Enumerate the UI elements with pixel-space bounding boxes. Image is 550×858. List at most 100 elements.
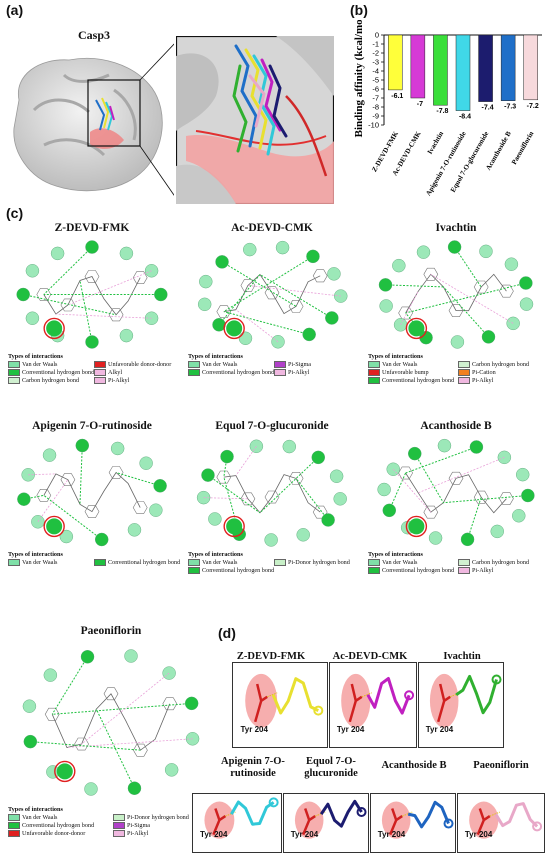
legend-swatch [94,559,106,567]
binding-site-zoom [176,36,334,204]
legend-swatch [8,361,20,369]
pose-drawing [341,673,415,728]
pose-title: Equol 7-O-glucuronide [304,756,358,779]
legend-item: Pi-Alkyl [113,830,149,838]
chart-y-tick-label: -8 [372,103,379,112]
legend-label: Unfavorable donor-donor [108,361,172,368]
diagram-title: Acanthoside B [420,420,492,432]
chart-data-label: -8.4 [459,114,471,121]
legend-item: Van der Waals [8,559,57,567]
pose-drawing [245,673,324,728]
legend-item: Pi-Alkyl [458,567,493,575]
legend-swatch [8,377,20,385]
pose-panel: Tyr 204 [457,793,545,853]
legend-label: Pi-Donor hydrogen bond [288,559,350,566]
legend-swatch [274,369,286,377]
legend-swatch [274,559,286,567]
binding-affinity-chart: 0-1-2-3-4-5-6-7-8-9-10 -6.1-7-7.8-8.4-7.… [353,20,542,197]
legend-swatch [458,369,470,377]
pose-drawing [294,799,367,839]
legend-item: Pi-Alkyl [274,369,310,377]
pose-title: Apigenin 7-O-rutinoside [221,756,285,779]
legend-swatch [188,369,200,377]
legend-item: Unfavorable donor-donor [8,830,86,838]
legend-swatch [113,830,125,838]
legend-swatch [94,377,106,385]
legend-label: Pi-Alkyl [288,369,310,376]
legend-label: Pi-Alkyl [108,377,130,384]
legend-item: Unfavorable donor-donor [94,361,172,369]
chart-y-tick-label: -10 [368,121,379,130]
legend-item: Pi-Sigma [113,822,150,830]
legend-label: Carbon hydrogen bond [472,559,530,566]
pose-panel: Tyr 204 [370,793,456,853]
legend-label: Conventional hydrogen bond [22,822,95,829]
interaction-diagram-drawing [17,438,167,547]
legend-label: Van der Waals [202,361,238,368]
legend-label: Pi-Sigma [288,361,312,368]
diagram-title: Ivachtin [435,222,477,234]
legend-swatch [8,814,20,822]
chart-y-tick-label: 0 [375,31,379,40]
pose-panel: Tyr 204 [192,793,282,853]
legend-title: Types of interactions [368,551,423,558]
legend-label: Pi-Alkyl [127,830,149,837]
legend-item: Carbon hydrogen bond [458,559,530,567]
interaction-diagram-drawing [378,240,534,349]
chart-y-tick-label: -6 [372,85,379,94]
interaction-diagram-drawing [197,240,348,349]
interaction-diagram-drawing [196,439,347,547]
legend-label: Van der Waals [22,814,58,821]
legend-label: Van der Waals [22,361,58,368]
legend-swatch [368,559,380,567]
chart-category-label: Apigenin 7-O-rutinoside [424,130,467,197]
chart-data-label: -7 [417,101,423,108]
chart-data-label: -7.4 [482,105,494,112]
residue-label: Tyr 204 [464,830,493,839]
legend-item: Conventional hydrogen bond [368,567,455,575]
legend-item: Van der Waals [368,361,417,369]
legend-swatch [8,369,20,377]
pose-drawing [381,800,454,839]
protein-structure-overview [13,43,174,196]
legend-label: Conventional hydrogen bond [382,377,455,384]
legend-title: Types of interactions [188,353,243,360]
legend-item: Carbon hydrogen bond [8,377,80,385]
chart-bar [410,34,426,99]
legend-swatch [274,361,286,369]
legend-label: Van der Waals [202,559,238,566]
chart-bar [455,34,471,111]
pose-panel: Tyr 204 [329,662,417,748]
chart-y-tick-label: -4 [372,67,379,76]
legend-item: Conventional hydrogen bond [94,559,181,567]
residue-label: Tyr 204 [200,830,228,839]
legend-label: Conventional hydrogen bond [108,559,181,566]
legend-swatch [368,567,380,575]
diagram-title: Equol 7-O-glucuronide [215,420,329,432]
legend-label: Conventional hydrogen bond [382,567,455,574]
legend-title: Types of interactions [8,353,63,360]
residue-label: Tyr 204 [240,725,268,734]
residue-label: Tyr 204 [425,725,454,734]
interaction-diagram-drawing [22,649,200,796]
legend-item: Carbon hydrogen bond [458,361,530,369]
legend-swatch [188,567,200,575]
interaction-diagram-drawing [377,438,535,547]
legend-item: Van der Waals [188,361,238,369]
legend-label: Pi-Donor hydrogen bond [127,814,189,821]
pose-panel: Tyr 204 [232,662,328,748]
chart-category-label: Paeoniflorin [510,130,535,166]
legend-label: Carbon hydrogen bond [22,377,80,384]
legend-swatch [368,377,380,385]
diagram-title: Z-DEVD-FMK [54,222,130,234]
legend-label: Unfavorable donor-donor [22,830,86,837]
legend-item: Unfavorable bump [368,369,429,377]
legend-label: Pi-Alkyl [472,377,494,384]
chart-bar [500,34,516,101]
residue-label: Tyr 204 [377,830,406,839]
legend-title: Types of interactions [188,551,243,558]
pose-title: Paeoniflorin [473,760,529,771]
legend-label: Carbon hydrogen bond [472,361,530,368]
